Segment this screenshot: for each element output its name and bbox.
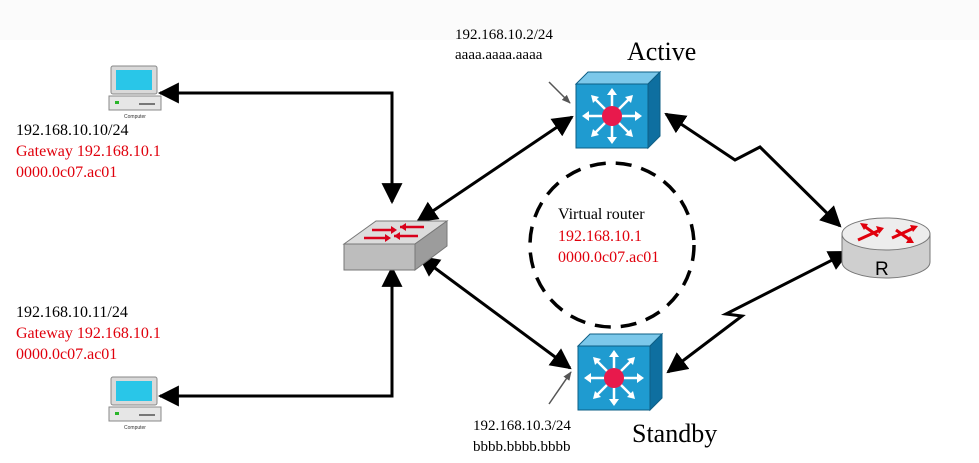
host-2-gateway: Gateway 192.168.10.1	[16, 325, 161, 342]
link-pc2-switch	[157, 265, 403, 407]
virtual-router-title: Virtual router	[558, 206, 645, 223]
link-active-router-serial	[664, 112, 842, 228]
standby-mac: bbbb.bbbb.bbbb	[473, 439, 571, 455]
standby-multilayer-switch-icon	[576, 332, 664, 412]
computer-2-icon: Computer	[108, 376, 162, 431]
active-role-label: Active	[627, 37, 697, 66]
standby-role-label: Standby	[632, 419, 718, 448]
computer-1-icon: Computer	[108, 65, 162, 120]
host-2-mac: 0000.0c07.ac01	[16, 346, 118, 363]
active-ip: 192.168.10.2/24	[455, 27, 553, 43]
host-1-gateway: Gateway 192.168.10.1	[16, 143, 161, 160]
host-1-mac: 0000.0c07.ac01	[16, 164, 118, 181]
active-multilayer-switch-icon	[574, 70, 662, 150]
virtual-router-ip: 192.168.10.1	[558, 228, 642, 245]
top-band	[0, 0, 979, 40]
computer-1-caption: Computer	[124, 114, 146, 120]
active-address-pointer	[548, 81, 571, 104]
active-mac: aaaa.aaaa.aaaa	[455, 47, 543, 63]
standby-address-pointer	[548, 371, 572, 405]
link-switch-active	[416, 115, 574, 223]
virtual-router-mac: 0000.0c07.ac01	[558, 249, 660, 266]
host-1-ip: 192.168.10.10/24	[16, 122, 129, 139]
host-2-ip: 192.168.10.11/24	[16, 304, 128, 321]
router-letter: R	[875, 259, 889, 280]
link-standby-router-serial	[666, 250, 850, 374]
standby-ip: 192.168.10.3/24	[473, 418, 571, 434]
workgroup-switch-icon	[342, 220, 449, 271]
computer-2-caption: Computer	[124, 425, 146, 431]
virtual-router-circle	[528, 161, 696, 329]
link-pc1-switch	[157, 82, 403, 205]
link-switch-standby	[418, 255, 572, 370]
router-icon: R	[841, 217, 931, 280]
